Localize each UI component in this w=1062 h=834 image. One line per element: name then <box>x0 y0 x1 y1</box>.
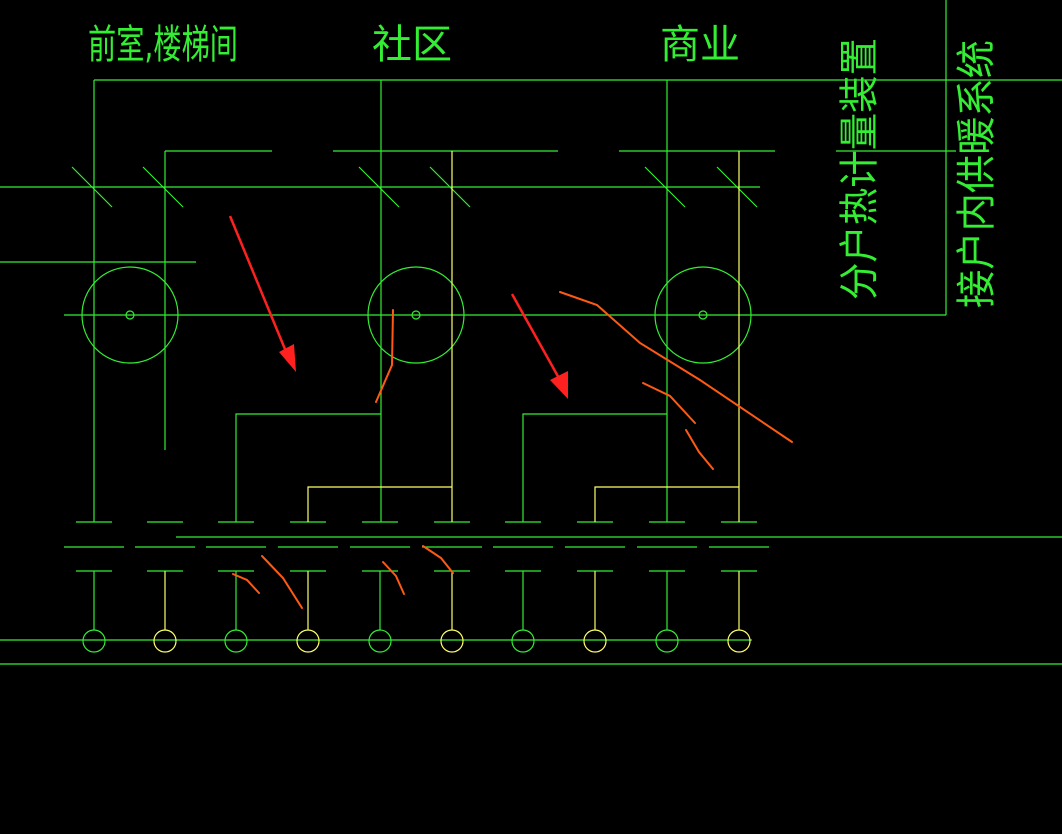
valve-cross-a-3 <box>644 166 686 208</box>
terminal-node-9 <box>655 629 679 653</box>
green-pipe-network <box>0 0 1062 665</box>
orange-markup-strokes <box>232 291 793 609</box>
terminal-node-6 <box>440 629 464 653</box>
heat-meter-center-1 <box>125 310 135 320</box>
valve-cross-b-3 <box>716 166 758 208</box>
branch-loop-community-return <box>307 486 452 522</box>
valve-cross-a-1 <box>71 166 113 208</box>
terminal-node-7 <box>511 629 535 653</box>
markup-stroke-4 <box>685 429 714 470</box>
heat-meter-1 <box>81 266 179 364</box>
heat-meter-3 <box>654 266 752 364</box>
branch-loop-commercial-return <box>594 486 739 522</box>
markup-stroke-2 <box>559 291 793 443</box>
yellow-pipe-network <box>153 151 751 653</box>
terminal-node-2 <box>153 629 177 653</box>
markup-stroke-1 <box>375 309 394 403</box>
valve-cross-b-1 <box>142 166 184 208</box>
heat-meter-center-2 <box>411 310 421 320</box>
markup-stroke-6 <box>232 573 260 594</box>
terminal-node-3 <box>224 629 248 653</box>
heat-meter-center-3 <box>698 310 708 320</box>
markup-stroke-7 <box>382 561 405 595</box>
terminal-node-4 <box>296 629 320 653</box>
label-meter-device: 分户热计量装置 <box>837 38 883 300</box>
terminal-node-1 <box>82 629 106 653</box>
markup-stroke-3 <box>642 382 696 424</box>
terminal-node-10 <box>727 629 751 653</box>
valve-cross-b-2 <box>429 166 471 208</box>
red-arrow-1 <box>228 215 296 372</box>
markup-stroke-5 <box>261 555 303 609</box>
label-community: 社区 <box>372 22 452 68</box>
terminal-node-5 <box>368 629 392 653</box>
red-arrow-2 <box>510 293 568 399</box>
markup-stroke-8 <box>422 545 454 574</box>
label-indoor-system: 接户内供暖系统 <box>954 40 1000 308</box>
heat-meter-2 <box>367 266 465 364</box>
label-commercial: 商业 <box>660 22 740 68</box>
label-stairs: 前室,楼梯间 <box>88 22 238 68</box>
branch-loop-commercial-supply <box>522 413 667 522</box>
valve-cross-a-2 <box>358 166 400 208</box>
branch-loop-community-supply <box>235 413 381 522</box>
terminal-node-8 <box>583 629 607 653</box>
